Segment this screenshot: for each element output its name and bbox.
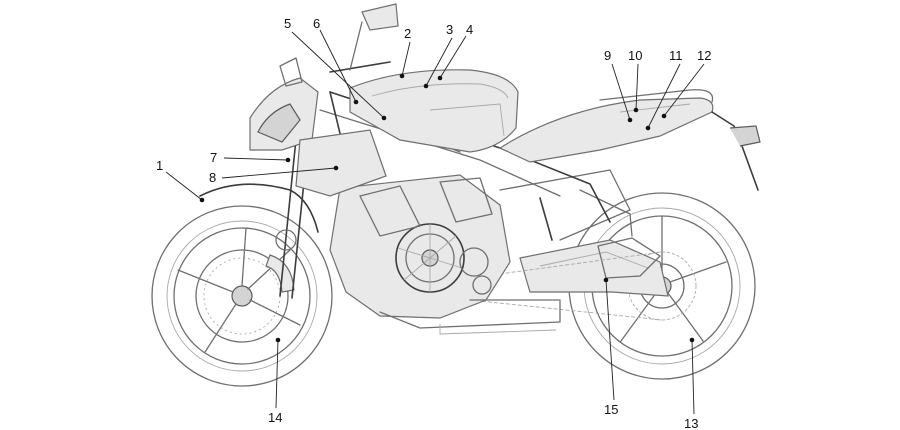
callout-8: 8 bbox=[209, 170, 216, 185]
callout-9: 9 bbox=[604, 48, 611, 63]
callout-labels: 1 2 3 4 5 6 7 8 9 10 11 12 13 14 15 bbox=[156, 16, 711, 430]
callout-leaders bbox=[165, 29, 705, 415]
callout-6: 6 bbox=[313, 16, 320, 31]
seat-and-tail bbox=[498, 89, 761, 191]
callout-11: 11 bbox=[669, 48, 683, 63]
callout-13: 13 bbox=[684, 416, 698, 430]
front-end bbox=[199, 3, 399, 299]
callout-15: 15 bbox=[604, 402, 618, 417]
callout-1: 1 bbox=[156, 158, 163, 173]
callout-14: 14 bbox=[268, 410, 282, 425]
fuel-tank bbox=[349, 69, 519, 153]
callout-10: 10 bbox=[628, 48, 642, 63]
callout-12: 12 bbox=[697, 48, 711, 63]
front-wheel bbox=[151, 205, 333, 387]
callout-7: 7 bbox=[210, 150, 217, 165]
callout-4: 4 bbox=[466, 22, 473, 37]
callout-3: 3 bbox=[446, 22, 453, 37]
callout-2: 2 bbox=[404, 26, 411, 41]
rear-subframe bbox=[499, 169, 633, 241]
callout-5: 5 bbox=[284, 16, 291, 31]
engine bbox=[329, 174, 561, 335]
